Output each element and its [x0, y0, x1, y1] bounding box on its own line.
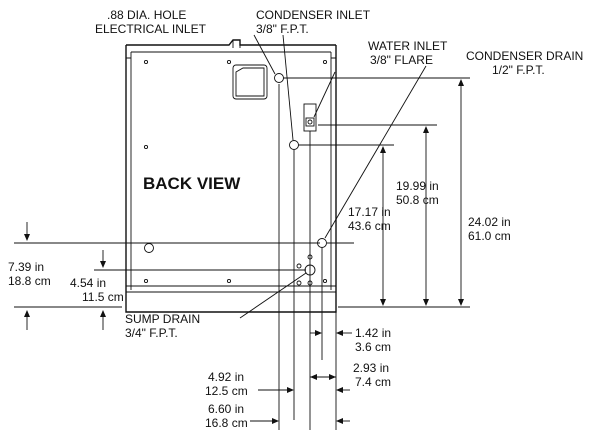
dim-7-39-metric: 18.8 cm [8, 274, 51, 288]
dim-2-93-metric: 7.4 cm [355, 375, 391, 389]
condenser-inlet-callout-line1: CONDENSER INLET [256, 8, 371, 22]
sump-drain-callout-line2: 3/4" F.P.T. [125, 326, 178, 340]
dim-1-42-metric: 3.6 cm [355, 340, 391, 354]
dim-1-42-imperial: 1.42 in [355, 326, 391, 340]
condenser-drain-callout-line2: 1/2" F.P.T. [492, 63, 545, 77]
left-side-hole [144, 243, 154, 253]
mounting-screws [143, 59, 328, 284]
water-inlet-callout-line2: 3/8" FLARE [370, 53, 433, 67]
cabinet-body [125, 39, 337, 313]
electrical-panel [232, 64, 268, 100]
dim-4-54-imperial: 4.54 in [70, 276, 106, 290]
view-label: BACK VIEW [143, 174, 241, 193]
water-inlet-callout-line1: WATER INLET [368, 39, 448, 53]
electrical-inlet-callout-line1: .88 DIA. HOLE [107, 8, 186, 22]
dim-17-17-metric: 43.6 cm [348, 219, 391, 233]
dim-6-60-imperial: 6.60 in [208, 402, 244, 416]
electrical-inlet-callout-line2: ELECTRICAL INLET [95, 22, 207, 36]
dim-24-02-imperial: 24.02 in [468, 215, 511, 229]
water-inlet-fitting [303, 103, 317, 132]
horizontal-dimension-lines [250, 84, 352, 430]
dim-19-99-imperial: 19.99 in [396, 179, 439, 193]
dim-4-54-metric: 11.5 cm [82, 290, 124, 304]
dim-24-02-metric: 61.0 cm [468, 229, 511, 243]
dim-6-60-metric: 16.8 cm [205, 416, 248, 430]
vertical-dimension-lines [14, 77, 470, 330]
dim-2-93-imperial: 2.93 in [353, 361, 389, 375]
electrical-inlet-hole [274, 73, 284, 83]
condenser-inlet-callout-line2: 3/8" F.P.T. [256, 22, 309, 36]
dim-19-99-metric: 50.8 cm [396, 193, 439, 207]
callout-leaders [239, 34, 427, 319]
dim-4-92-imperial: 4.92 in [208, 370, 244, 384]
dim-17-17-imperial: 17.17 in [348, 205, 391, 219]
dim-7-39-imperial: 7.39 in [8, 260, 44, 274]
condenser-inlet-hole [289, 140, 299, 150]
dim-4-92-metric: 12.5 cm [205, 384, 248, 398]
condenser-drain-callout-line1: CONDENSER DRAIN [466, 49, 583, 63]
sump-drain-callout-line1: SUMP DRAIN [125, 312, 200, 326]
